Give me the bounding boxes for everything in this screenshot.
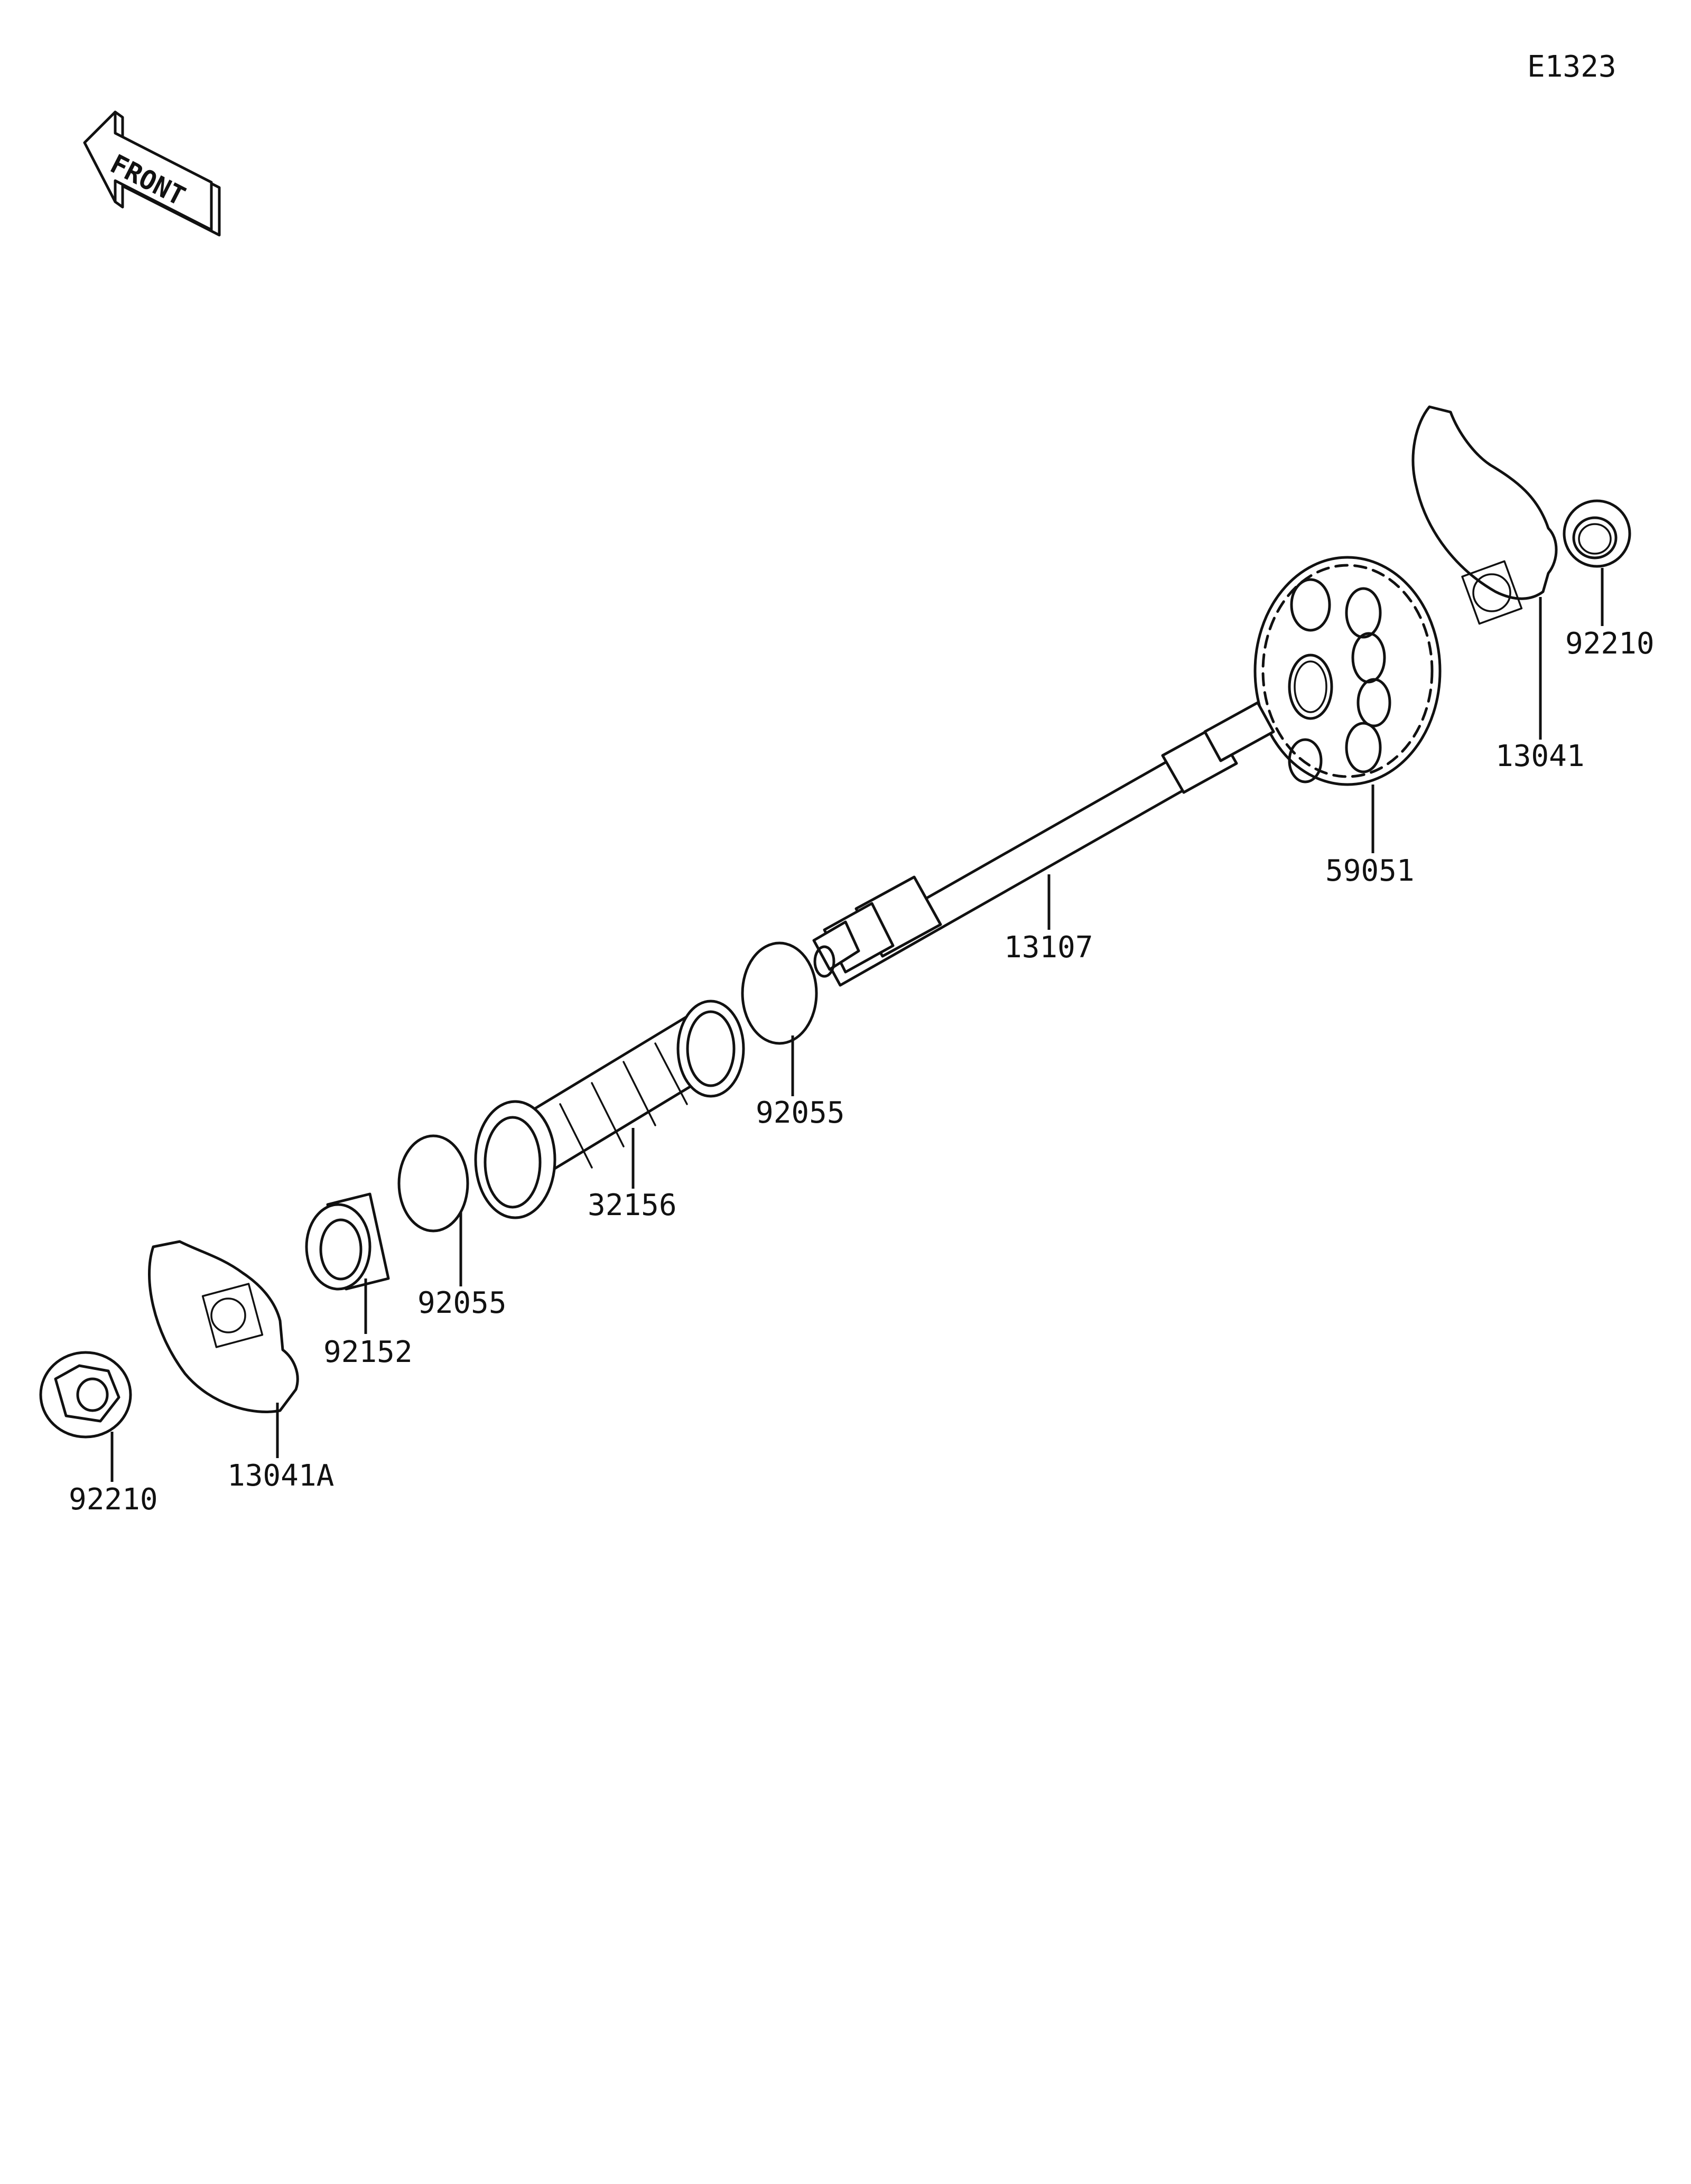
part-label: 92152 (323, 1335, 413, 1369)
collar-92152 (305, 1192, 390, 1291)
part-label: 59051 (1325, 854, 1415, 888)
part-label: 92055 (756, 1096, 845, 1130)
gear-59051 (1253, 556, 1442, 786)
shaft-13107 (812, 701, 1275, 987)
part-label: 13107 (1004, 930, 1093, 965)
part-label: 92055 (417, 1286, 507, 1320)
cam-plate-left (148, 1240, 299, 1413)
flange-nut-left (39, 1351, 132, 1439)
part-label: 92210 (69, 1482, 158, 1517)
part-label: 13041A (227, 1459, 334, 1493)
part-label: 13041 (1495, 739, 1585, 773)
flange-nut-right (1563, 499, 1631, 568)
o-ring-right (741, 941, 818, 1045)
part-label: 92210 (1565, 627, 1655, 661)
cam-plate-right (1411, 405, 1558, 625)
front-arrow-icon: FRONT (83, 110, 221, 237)
sleeve-32156 (474, 1000, 745, 1219)
o-ring-left (397, 1134, 469, 1233)
diagram-code: E1323 (1527, 50, 1616, 84)
part-label: 32156 (588, 1188, 677, 1222)
